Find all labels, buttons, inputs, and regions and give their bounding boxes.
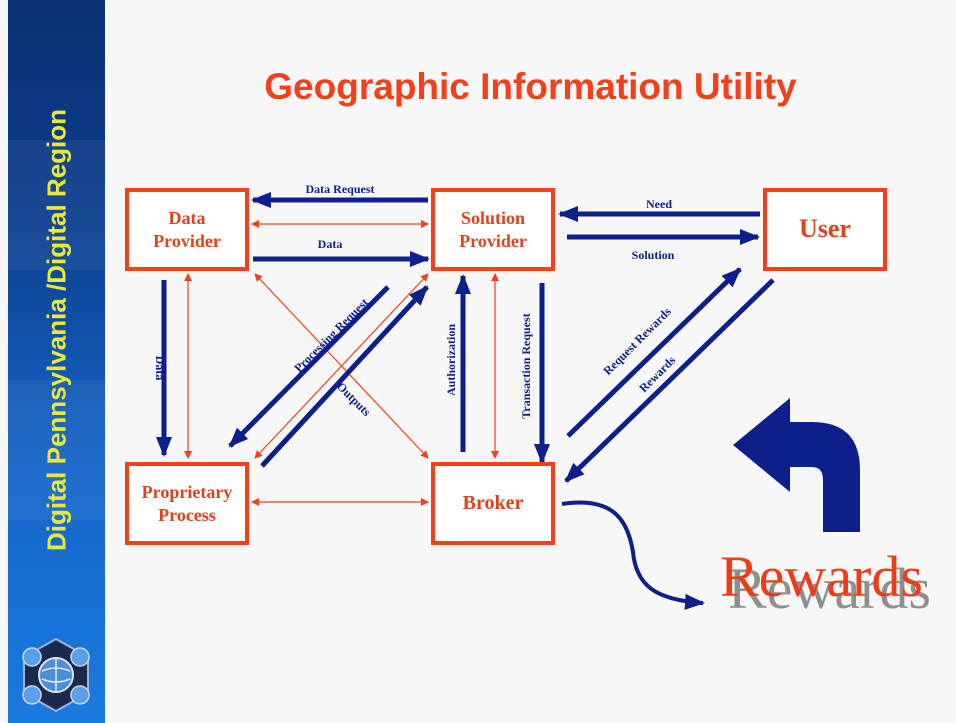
node-label: Data Provider: [153, 208, 221, 251]
node-proprietary-process: Proprietary Process: [125, 462, 249, 545]
sidebar-band: [8, 380, 105, 520]
rewards-graphic: Rewards Rewards: [720, 548, 952, 628]
rewards-shadow: Rewards: [728, 556, 931, 621]
label-need: Need: [646, 197, 672, 211]
node-broker: Broker: [431, 462, 555, 545]
curved-arrow-icon: [733, 398, 860, 532]
label-data-request: Data Request: [306, 182, 375, 196]
globe-cube-logo-icon: [22, 637, 90, 713]
arrow-broker-to-rewards: [561, 500, 705, 610]
arrow-processing-request: [228, 285, 390, 448]
node-label: Solution Provider: [459, 208, 527, 251]
link-sp-pp: [254, 273, 429, 459]
red-links: [184, 220, 499, 506]
node-solution-provider: Solution Provider: [431, 188, 555, 271]
slide-title: Geographic Information Utility: [264, 66, 797, 107]
label-authorization: Authorization: [444, 324, 458, 396]
label-data-v: Data: [153, 356, 167, 381]
label-outputs: Outputs: [334, 379, 374, 419]
node-label: Broker: [462, 492, 524, 514]
label-rewards-edge: Rewards: [636, 353, 678, 395]
sidebar: Digital Pennsylvania /Digital Region: [8, 0, 105, 723]
label-transaction-request: Transaction Request: [519, 313, 533, 418]
node-label: User: [799, 214, 851, 244]
sidebar-band: [8, 140, 105, 270]
node-label: Proprietary Process: [141, 482, 233, 525]
node-user: User: [763, 188, 887, 271]
blue-arrows: [156, 192, 775, 610]
label-solution: Solution: [632, 248, 675, 262]
rewards-label: Rewards: [720, 544, 923, 609]
arrow-outputs: [260, 285, 429, 468]
arrow-request-rewards: [566, 267, 742, 438]
node-data-provider: Data Provider: [125, 188, 249, 271]
label-data-h: Data: [318, 237, 343, 251]
arrow-rewards: [564, 278, 775, 483]
